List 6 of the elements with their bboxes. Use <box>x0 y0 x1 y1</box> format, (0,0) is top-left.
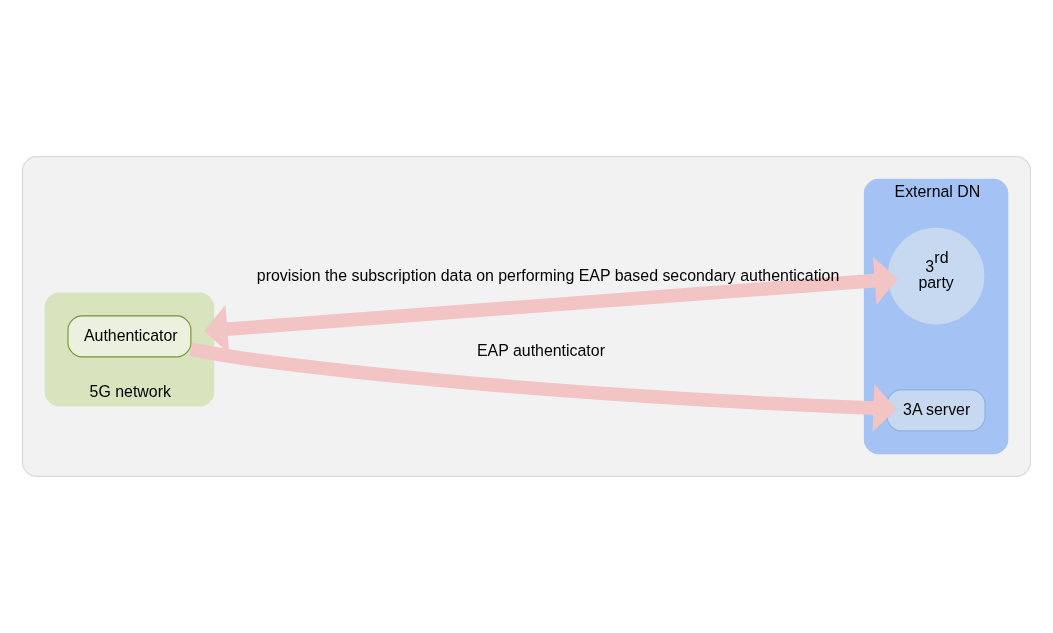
cluster <box>21 156 1032 477</box>
node-box: 3A server <box>886 389 986 432</box>
arrow <box>189 342 897 433</box>
edge-label: EAP authenticator <box>477 341 605 359</box>
node-box: Authenticator <box>67 315 192 358</box>
edge-label: provision the subscription data on performing EAP based secondary authentication <box>256 266 840 284</box>
